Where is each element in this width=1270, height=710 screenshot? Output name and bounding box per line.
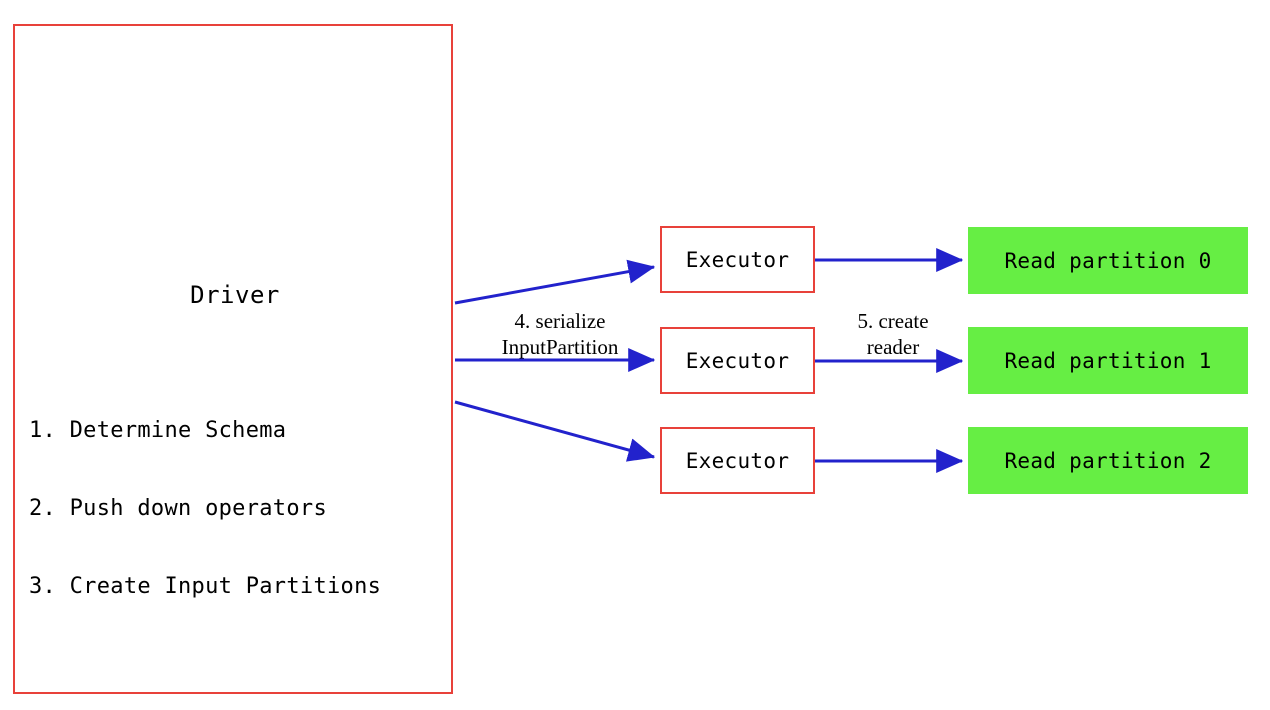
executor-label: Executor [685,348,790,373]
edge-label-create-reader: 5. create reader [823,308,963,360]
edge-label-serialize-line1: 4. serialize [514,309,606,333]
executor-node-1: Executor [660,327,815,394]
edge-label-create-line1: 5. create [857,309,929,333]
partition-label: Read partition 1 [1004,348,1212,373]
edge-label-serialize-input-partition: 4. serialize InputPartition [460,308,660,360]
driver-step-3: 3. Create Input Partitions [29,574,382,599]
executor-label: Executor [685,448,790,473]
edge-driver-to-executor-0 [454,259,656,305]
executor-node-0: Executor [660,226,815,293]
partition-label: Read partition 0 [1004,248,1212,273]
executor-label: Executor [685,247,790,272]
edge-label-serialize-line2: InputPartition [501,335,619,359]
executor-node-2: Executor [660,427,815,494]
partition-node-1: Read partition 1 [968,327,1248,394]
partition-label: Read partition 2 [1004,448,1212,473]
driver-title: Driver [190,281,280,309]
partition-node-2: Read partition 2 [968,427,1248,494]
edge-label-create-line2: reader [866,335,920,359]
driver-steps-list: 1. Determine Schema 2. Push down operato… [29,366,449,652]
driver-step-1: 1. Determine Schema [29,418,287,443]
driver-node: Driver 1. Determine Schema 2. Push down … [13,24,453,694]
partition-node-0: Read partition 0 [968,227,1248,294]
driver-step-2: 2. Push down operators [29,496,327,521]
edge-driver-to-executor-2 [454,400,656,462]
